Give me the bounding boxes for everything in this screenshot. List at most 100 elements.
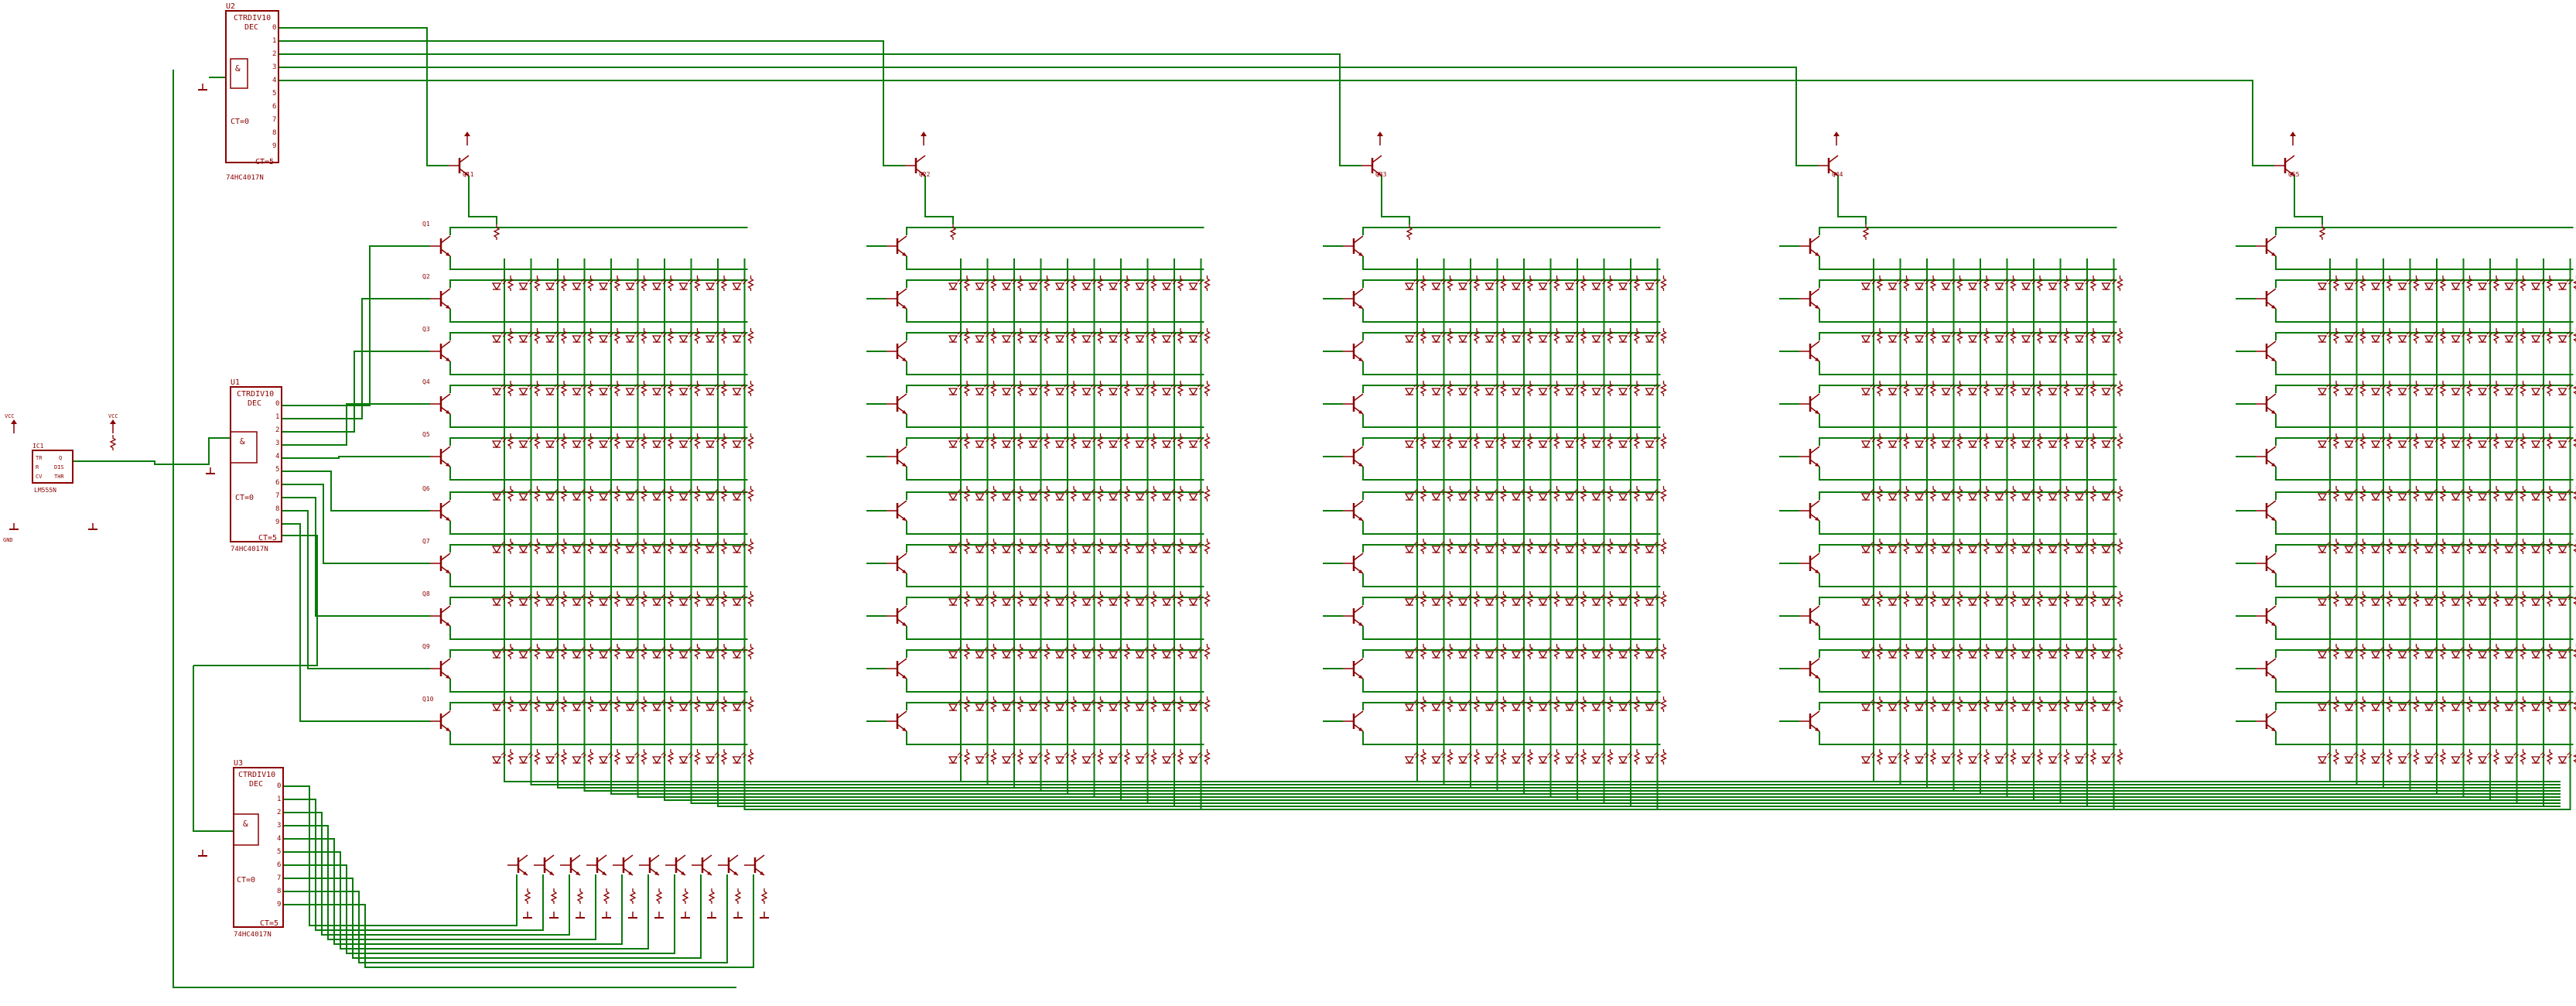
led-ray <box>634 330 638 335</box>
led-ray <box>1039 385 1043 390</box>
led-triangle <box>491 440 502 449</box>
row-emitter-wire <box>449 361 748 375</box>
led-resistor-icon <box>667 696 675 712</box>
timer-pin-q: Q <box>59 455 62 461</box>
led-icon <box>1188 594 1203 607</box>
panel-supply-icon <box>1377 132 1383 145</box>
transistor-emitter-arrow <box>902 463 907 467</box>
led-ray <box>716 648 720 653</box>
led-ray <box>1065 280 1070 285</box>
led-ray <box>583 596 586 601</box>
led-icon <box>491 751 507 765</box>
led-triangle <box>1028 703 1038 712</box>
led-resistor-icon <box>1204 381 1211 396</box>
led-ray <box>1197 751 1201 756</box>
led-ray <box>1091 488 1095 493</box>
resistor-zigzag <box>1070 275 1078 291</box>
resistor-zigzag <box>587 644 594 659</box>
led-triangle <box>1081 440 1092 449</box>
led-ray <box>1119 280 1123 285</box>
led-triangle <box>518 282 528 291</box>
led-icon <box>678 646 693 659</box>
row-transistor-icon <box>430 340 451 362</box>
led-ray <box>1037 330 1041 335</box>
resistor-zigzag <box>1473 275 1481 291</box>
led-resistor-icon <box>641 644 647 659</box>
led-ray <box>1415 754 1420 758</box>
led-ray <box>1442 333 1446 337</box>
led-resistor-icon <box>1177 328 1184 344</box>
row-bus-wire <box>449 544 748 553</box>
led-resistor-icon <box>507 696 514 712</box>
led-triangle <box>948 546 958 554</box>
row-transistor-icon <box>430 446 451 467</box>
led-icon <box>705 488 720 501</box>
led-resistor-icon <box>1473 275 1481 291</box>
row-emitter-wire <box>449 573 748 587</box>
led-resistor-icon <box>990 539 997 554</box>
led-ray <box>1468 438 1473 443</box>
counter-u2-output-wire <box>278 40 905 166</box>
led-ray <box>662 280 667 285</box>
panel-supply-icon <box>464 132 470 145</box>
resistor-zigzag <box>1123 328 1131 344</box>
led-ray <box>1010 330 1015 335</box>
led-resistor-icon <box>1123 696 1131 712</box>
counter-u2-output-wire <box>278 67 1818 166</box>
led-icon <box>1081 436 1096 449</box>
led-ray <box>1467 278 1471 282</box>
and-gate-symbol: & <box>243 819 248 829</box>
transistor-emitter-arrow <box>446 622 450 626</box>
led-icon <box>1028 330 1043 344</box>
led-icon <box>1028 594 1043 607</box>
led-triangle <box>1161 546 1172 554</box>
resistor-zigzag <box>1123 591 1131 607</box>
resistor-zigzag <box>534 749 541 765</box>
transistor-collector <box>1353 500 1364 508</box>
counter-u3-output-wire <box>283 838 623 945</box>
led-ray <box>634 751 638 756</box>
row-emitter-wire <box>449 731 748 745</box>
counter-u1-output-wire <box>282 470 410 512</box>
led-triangle <box>1431 651 1441 659</box>
led-ray <box>741 488 745 493</box>
resistor-zigzag <box>507 696 514 712</box>
led-ray <box>1091 594 1095 598</box>
led-triangle <box>1404 546 1415 554</box>
led-triangle <box>1081 335 1092 344</box>
led-ray <box>554 383 559 388</box>
led-ray <box>1037 383 1041 388</box>
led-ray <box>1144 594 1148 598</box>
output-label-0: 0 <box>275 400 279 408</box>
led-icon <box>1028 646 1043 659</box>
resistor-zigzag <box>963 486 971 501</box>
supply-arrow-head <box>1377 132 1383 136</box>
resistor-zigzag <box>613 539 621 554</box>
led-icon <box>678 541 693 554</box>
led-ray <box>581 330 585 335</box>
resistor-zigzag <box>1150 433 1157 449</box>
led-resistor-icon <box>747 433 754 449</box>
resistor-zigzag <box>1123 275 1131 291</box>
resistor-zigzag <box>720 749 728 765</box>
led-icon <box>1188 751 1203 765</box>
led-ray <box>662 438 667 443</box>
column-wire <box>2329 258 2561 782</box>
led-ray <box>501 646 505 651</box>
led-ray <box>1197 436 1201 440</box>
led-triangle <box>1404 651 1415 659</box>
led-ray <box>1119 333 1123 337</box>
led-ray <box>1092 385 1096 390</box>
led-icon <box>625 488 640 501</box>
row-transistor-icon <box>1343 393 1364 415</box>
resistor-zigzag <box>1420 328 1427 344</box>
led-ray <box>1146 596 1150 601</box>
led-resistor-icon <box>1123 644 1131 659</box>
resistor-zigzag <box>694 433 701 449</box>
resistor-zigzag <box>1097 696 1104 712</box>
resistor-zigzag <box>641 591 647 607</box>
led-ray <box>716 438 720 443</box>
timer-pin-tr: TR <box>36 455 43 461</box>
led-ray <box>1039 438 1043 443</box>
led-ray <box>986 701 989 706</box>
